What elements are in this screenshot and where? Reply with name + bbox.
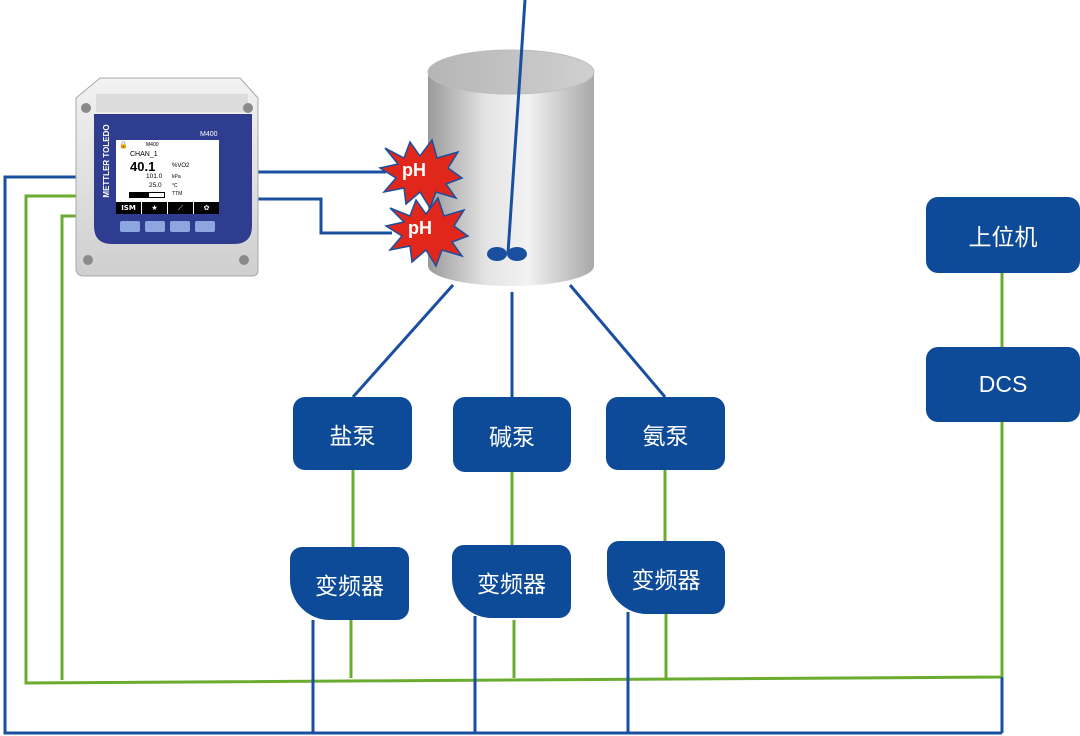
- vfd-node-3: 变频器: [607, 541, 725, 614]
- ammonia-pump-node: 氨泵: [606, 397, 725, 470]
- display-main-unit: %VO2: [172, 163, 190, 169]
- lock-icon: 🔒: [119, 142, 128, 149]
- host-computer-node: 上位机: [926, 197, 1080, 273]
- green-signal-bus: [24, 194, 1004, 685]
- display-channel: CHAN_1: [130, 151, 158, 158]
- softkey-star-icon[interactable]: ★: [142, 202, 168, 214]
- softkey-ism[interactable]: ISM: [116, 202, 142, 214]
- agitator-impeller: [487, 247, 527, 261]
- softkey-chart-icon[interactable]: ⟋: [168, 202, 194, 214]
- softkey-settings-icon[interactable]: ✿: [203, 204, 210, 212]
- display-unit-3: °C: [172, 183, 178, 189]
- reaction-tank: [427, 49, 595, 286]
- ph-label-1: pH: [402, 160, 426, 180]
- pump-to-vfd-lines: [351, 470, 667, 547]
- ph-label-2: pH: [408, 218, 432, 238]
- transmitter-model: M400: [200, 131, 218, 138]
- display-model: M400: [146, 142, 159, 148]
- dcs-node: DCS: [926, 347, 1080, 422]
- transmitter-softkeys: ISM ★ ⟋ ✿: [116, 202, 219, 214]
- base-pump-node: 碱泵: [453, 397, 571, 472]
- transmitter-brand: METTLER TOLEDO: [102, 124, 111, 198]
- vfd-node-2: 变频器: [452, 545, 571, 618]
- agitator-shaft: [506, 0, 527, 254]
- display-unit-2: kPa: [172, 174, 181, 180]
- display-value-3: 25.0: [149, 182, 162, 189]
- display-main-value: 40.1: [130, 159, 156, 174]
- ph-sensor-2: [384, 196, 470, 268]
- blue-signal-bus: [3, 170, 1004, 735]
- salt-pump-node: 盐泵: [293, 397, 412, 470]
- display-value-2: 101.0: [146, 173, 163, 180]
- transmitter-display: 🔒 M400 CHAN_1 40.1 %VO2 101.0 kPa 25.0 °…: [116, 140, 219, 202]
- vfd-node-1: 变频器: [290, 547, 409, 620]
- ph-sensor-1: [378, 138, 464, 210]
- display-unit-4: TTM: [172, 191, 183, 197]
- tank-to-pump-lines: [351, 284, 667, 398]
- display-bar: [129, 192, 165, 198]
